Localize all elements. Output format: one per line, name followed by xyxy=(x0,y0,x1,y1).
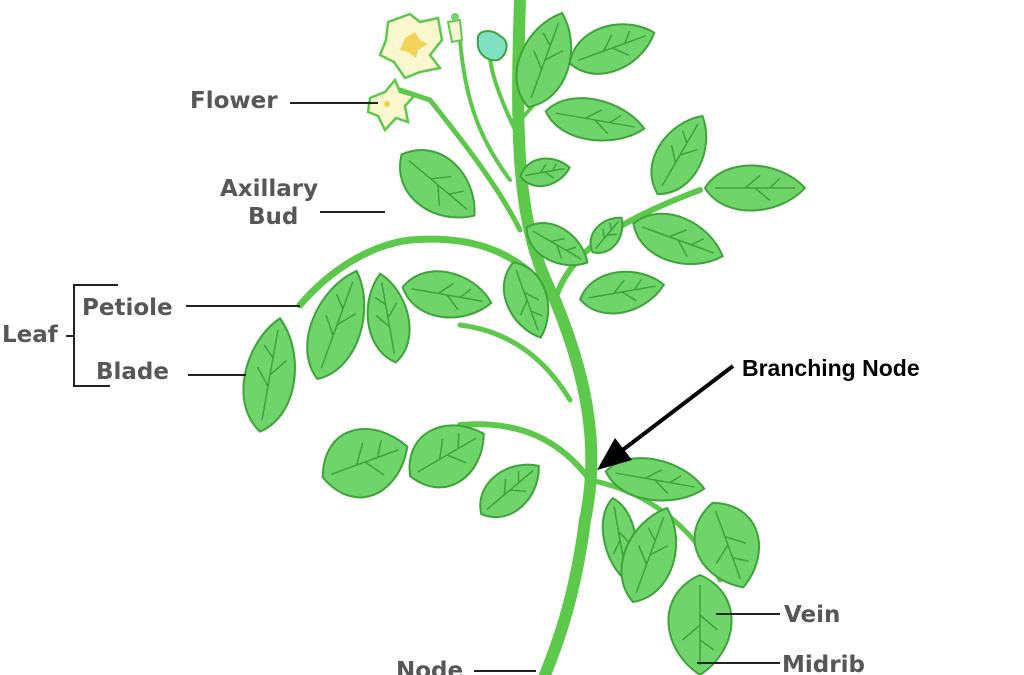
label-node: Node xyxy=(396,658,463,675)
flower-small xyxy=(366,77,417,133)
leaf xyxy=(544,97,646,142)
leaf xyxy=(693,501,760,589)
leaf xyxy=(366,272,411,364)
label-petiole: Petiole xyxy=(82,295,173,321)
leaf-midrib xyxy=(408,159,468,211)
leaf xyxy=(306,269,366,381)
leaf-midrib xyxy=(594,220,620,250)
label-branching-node: Branching Node xyxy=(742,355,920,381)
leaf-blade xyxy=(568,23,656,75)
leaf-midrib xyxy=(532,230,582,260)
leaf xyxy=(650,114,708,195)
leaf xyxy=(568,23,656,75)
leaf xyxy=(242,317,296,433)
leaf-midrib xyxy=(411,282,483,311)
leaf-blade xyxy=(650,114,708,195)
leaf xyxy=(589,216,624,254)
leaf-midrib xyxy=(515,269,543,331)
stem xyxy=(397,87,523,233)
leaf-blade xyxy=(632,212,724,265)
label-blade: Blade xyxy=(96,359,169,385)
leaf-midrib xyxy=(715,174,795,202)
label-axillary-bud-1: Axillary xyxy=(220,176,318,202)
leaf-blade xyxy=(515,11,573,109)
leaf xyxy=(515,11,573,109)
leaf-midrib xyxy=(486,470,534,510)
leaf-midrib xyxy=(320,281,357,369)
stem xyxy=(512,0,598,675)
leaf-midrib xyxy=(256,329,288,421)
flowers xyxy=(366,12,508,133)
leaf-midrib xyxy=(642,226,714,257)
leaf xyxy=(703,164,807,212)
stem xyxy=(457,421,593,483)
leaf xyxy=(632,212,724,265)
label-leaf: Leaf xyxy=(2,322,59,348)
leaves xyxy=(242,11,807,675)
leaf xyxy=(525,222,589,267)
leaf xyxy=(519,157,571,187)
leaf-blade xyxy=(321,428,409,499)
stem xyxy=(457,322,573,403)
leaf xyxy=(399,149,476,219)
leaf-midrib xyxy=(615,469,695,495)
stem xyxy=(458,38,512,182)
leaf-blade xyxy=(620,506,678,604)
label-midrib: Midrib xyxy=(782,652,865,675)
leaf xyxy=(321,428,409,499)
label-lines xyxy=(66,102,780,672)
flower-bud-tip xyxy=(451,13,459,21)
label-flower: Flower xyxy=(190,88,278,114)
leaf-blade xyxy=(693,501,760,589)
leaf xyxy=(667,573,733,675)
leaf-blade xyxy=(306,269,366,381)
leaf-blade xyxy=(408,424,485,489)
flower-center xyxy=(400,32,428,58)
leaf-midrib xyxy=(714,510,750,580)
leaf-midrib xyxy=(525,163,565,179)
leaf-midrib xyxy=(661,123,699,187)
leaf xyxy=(502,261,550,339)
flower-bud xyxy=(446,18,464,44)
leaf xyxy=(604,457,706,502)
leaf-midrib xyxy=(682,585,718,665)
leaf-midrib xyxy=(330,440,400,476)
leaf xyxy=(620,506,678,604)
leaf-midrib xyxy=(635,517,669,593)
leaf-midrib xyxy=(530,22,564,98)
label-axillary-bud-2: Bud xyxy=(248,204,298,230)
leaf-midrib xyxy=(417,433,477,473)
leaf-midrib xyxy=(374,282,398,354)
leaf xyxy=(401,270,493,319)
flower-small-center xyxy=(384,101,390,107)
branching-node-arrow xyxy=(597,364,735,470)
label-vein: Vein xyxy=(784,602,840,628)
leaf-blade xyxy=(242,317,296,433)
leaf-midrib xyxy=(612,506,632,574)
leaf-midrib xyxy=(577,30,647,62)
leaf xyxy=(479,463,540,519)
flower-bud-blue xyxy=(476,30,508,62)
leaf-blade xyxy=(525,222,589,267)
leaf xyxy=(408,424,485,489)
leaf-blade xyxy=(502,261,550,339)
leaf-midrib xyxy=(555,109,635,135)
leaf-midrib xyxy=(588,279,656,302)
leaf xyxy=(579,270,666,315)
